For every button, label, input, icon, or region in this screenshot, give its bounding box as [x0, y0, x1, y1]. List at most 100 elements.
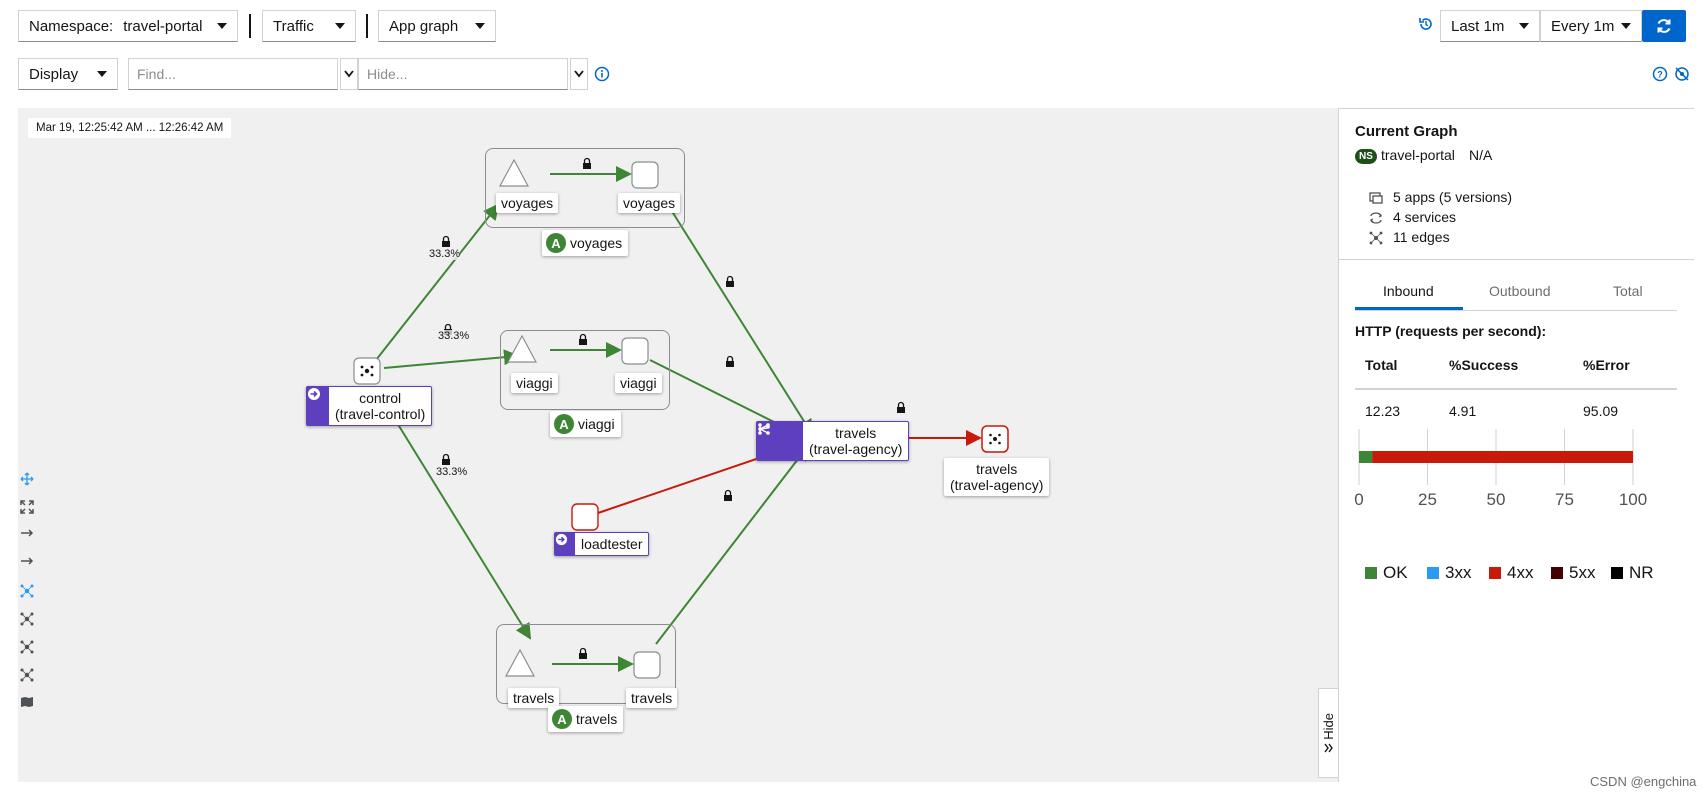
- namespace-badge: NS: [1355, 149, 1377, 164]
- travels-app-box[interactable]: [496, 624, 676, 704]
- control-label: control (travel-control): [306, 386, 433, 426]
- agency-label: travels (travel-agency): [756, 421, 910, 461]
- refresh-interval-value: Every 1m: [1551, 17, 1615, 35]
- agency-sub: (travel-agency): [809, 441, 903, 457]
- display-dropdown[interactable]: Display: [18, 58, 118, 90]
- refresh-button[interactable]: [1642, 10, 1686, 42]
- hide-panel-tab[interactable]: Hide: [1318, 688, 1338, 778]
- tab-inbound[interactable]: Inbound: [1383, 283, 1434, 299]
- tabs-divider: [1355, 310, 1677, 311]
- namespace-dropdown[interactable]: Namespace: travel-portal: [18, 10, 238, 42]
- tab-outbound[interactable]: Outbound: [1489, 283, 1551, 299]
- voyages-service-label: voyages: [496, 193, 559, 213]
- find-input[interactable]: [128, 58, 338, 90]
- pan-icon[interactable]: [20, 472, 46, 498]
- duration-dropdown[interactable]: Last 1m: [1440, 10, 1540, 42]
- destination-rule-icon: [758, 423, 770, 435]
- control-sub: (travel-control): [335, 406, 426, 422]
- agency2-label: travels (travel-agency): [944, 458, 1050, 496]
- services-icon: [1369, 212, 1383, 224]
- app-badge-icon: A: [546, 233, 566, 253]
- app-name: travels: [576, 711, 618, 727]
- refresh-interval-dropdown[interactable]: Every 1m: [1540, 10, 1642, 42]
- legend-4xx: 4xx: [1489, 563, 1533, 583]
- hide-history-button[interactable]: [570, 58, 588, 90]
- travels-workload-label: travels: [626, 688, 678, 708]
- caret-down-icon: [1519, 23, 1529, 29]
- toolbar-divider: [366, 14, 368, 38]
- services-count: 4 services: [1393, 209, 1457, 225]
- legend-label: 5xx: [1569, 563, 1596, 582]
- edges-icon: [1369, 231, 1383, 245]
- layout-arrow-icon[interactable]: [20, 528, 46, 554]
- edge-control-voyages: [375, 203, 500, 361]
- refresh-icon: [1657, 19, 1671, 33]
- graph-type-value: App graph: [389, 17, 459, 35]
- expand-icon[interactable]: [20, 500, 46, 526]
- layout-2-icon[interactable]: [20, 640, 46, 666]
- legend-label: 4xx: [1507, 563, 1534, 582]
- bar-segment-4xx[interactable]: [1372, 451, 1633, 463]
- layout-default-icon[interactable]: [20, 584, 46, 610]
- voyages-service-node: [498, 158, 530, 187]
- http-title: HTTP (requests per second):: [1355, 323, 1547, 339]
- legend-swatch: [1489, 567, 1501, 579]
- summary-panel: Current Graph NS travel-portal N/A 5 app…: [1338, 108, 1694, 782]
- layout-1-icon[interactable]: [20, 612, 46, 638]
- voyages-app-box[interactable]: [485, 148, 685, 228]
- layout-arrow-icon[interactable]: [20, 556, 46, 582]
- bar-segment-ok[interactable]: [1359, 451, 1373, 463]
- help-icon[interactable]: ?: [1652, 66, 1668, 87]
- legend-label: NR: [1629, 563, 1654, 582]
- history-icon[interactable]: [1418, 16, 1434, 37]
- toolbar-divider: [249, 14, 251, 38]
- agency2-sub: (travel-agency): [950, 477, 1044, 493]
- info-icon[interactable]: [594, 66, 610, 87]
- voyages-workload-node: [631, 161, 659, 189]
- value-total: 12.23: [1365, 403, 1401, 419]
- app-name: voyages: [570, 235, 623, 251]
- x-tick-label: 75: [1555, 490, 1574, 509]
- control-name: control: [359, 390, 402, 406]
- apps-count: 5 apps (5 versions): [1393, 189, 1513, 205]
- caret-down-icon: [335, 23, 345, 29]
- legend-map-icon[interactable]: [20, 696, 46, 722]
- viaggi-service-node: [506, 334, 538, 363]
- legend-nr: NR: [1611, 563, 1654, 583]
- graph-timestamp: Mar 19, 12:25:42 AM ... 12:26:42 AM: [28, 118, 232, 138]
- legend-3xx: 3xx: [1427, 563, 1471, 583]
- legend-swatch: [1611, 567, 1623, 579]
- hide-input[interactable]: [358, 58, 568, 90]
- loadtester-label: loadtester: [554, 532, 650, 556]
- apps-icon: [1369, 192, 1383, 204]
- viaggi-app-box[interactable]: [500, 330, 670, 410]
- legend-swatch: [1551, 567, 1563, 579]
- layout-3-icon[interactable]: [20, 668, 46, 694]
- gateway-icon: [307, 387, 329, 425]
- tab-total[interactable]: Total: [1613, 283, 1643, 299]
- edge-travels-agency: [655, 444, 810, 645]
- edge-control-viaggi: [383, 349, 520, 369]
- app-badge-icon: A: [552, 709, 572, 729]
- find-history-button[interactable]: [340, 58, 358, 90]
- edge-label-voyages: 33.3%: [429, 248, 461, 260]
- tour-icon[interactable]: [1674, 66, 1690, 87]
- column-error: %Error: [1583, 357, 1630, 373]
- agency2-name: travels: [976, 461, 1018, 477]
- legend-ok: OK: [1365, 563, 1408, 583]
- chevron-down-icon: [574, 70, 584, 78]
- panel-divider: [1339, 259, 1694, 260]
- graph-canvas[interactable]: Mar 19, 12:25:42 AM ... 12:26:42 AM voya…: [18, 108, 1338, 782]
- value-error: 95.09: [1583, 403, 1619, 419]
- traffic-dropdown[interactable]: Traffic: [262, 10, 356, 42]
- gateway-icon: [555, 533, 575, 555]
- graph-type-dropdown[interactable]: App graph: [378, 10, 496, 42]
- agency-name: travels: [835, 425, 877, 441]
- hide-panel-label: Hide: [1321, 712, 1336, 740]
- caret-down-icon: [217, 23, 227, 29]
- viaggi-app-label: A viaggi: [550, 411, 621, 437]
- x-tick-label: 100: [1619, 490, 1647, 509]
- edges-count: 11 edges: [1393, 229, 1450, 245]
- voyages-app-label: A voyages: [542, 230, 629, 256]
